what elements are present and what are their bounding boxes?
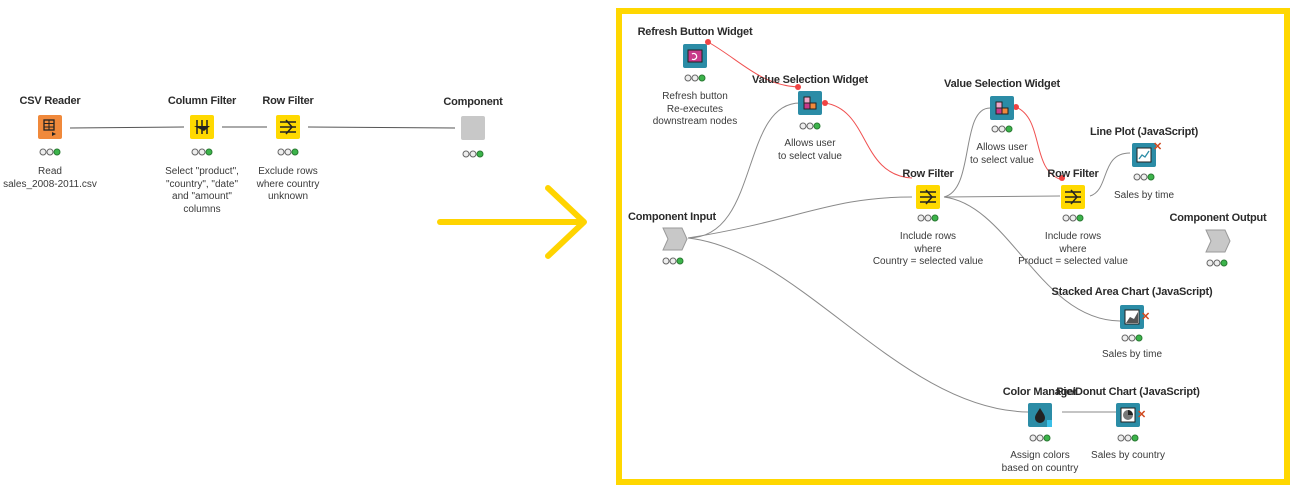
node-title: Refresh Button Widget [637, 26, 753, 38]
value-selection-widget-node[interactable] [798, 91, 822, 115]
node-title: Column Filter [167, 95, 237, 107]
wire [943, 107, 991, 198]
row-filter-icon [1065, 189, 1081, 205]
close-icon: ✕ [1137, 409, 1147, 421]
value-selection-widget-node[interactable] [990, 96, 1014, 120]
stacked-area-chart-node[interactable] [1120, 305, 1144, 329]
close-icon: ✕ [1141, 311, 1151, 323]
node-title: Row Filter [1047, 168, 1099, 180]
row-filter-icon [920, 189, 936, 205]
node-title: Component [443, 96, 503, 108]
node-description: Select "product", "country", "date" and … [165, 166, 239, 215]
node-description: Allows user to select value [970, 142, 1034, 166]
table-read-icon [43, 119, 56, 136]
wire [943, 196, 1121, 322]
flow-variable-wire [1015, 106, 1063, 181]
status-indicator [462, 150, 484, 158]
node-description: Sales by time [1113, 190, 1175, 201]
column-filter-node[interactable] [190, 115, 214, 139]
status-indicator [1206, 259, 1228, 267]
node-title: Line Plot (JavaScript) [1089, 126, 1199, 138]
node-title: Value Selection Widget [752, 74, 868, 86]
status-indicator [1133, 173, 1155, 181]
node-title: Row Filter [262, 95, 314, 107]
row-filter-node[interactable] [916, 185, 940, 209]
status-indicator [39, 148, 61, 156]
status-indicator [991, 125, 1013, 133]
component-output-icon[interactable] [1205, 228, 1231, 254]
wire [307, 126, 456, 129]
node-description: Exclude rows where country unknown [256, 166, 320, 202]
status-indicator [1062, 214, 1084, 222]
wire [69, 126, 185, 129]
close-icon: ✕ [1153, 141, 1163, 153]
node-title: Value Selection Widget [944, 78, 1060, 90]
status-indicator [191, 148, 213, 156]
wire [687, 196, 913, 239]
node-description: Assign colors based on country [1001, 450, 1079, 474]
node-title: Component Output [1169, 212, 1267, 224]
node-title: Pie/Donut Chart (JavaScript) [1056, 386, 1200, 398]
component-node[interactable] [461, 116, 485, 140]
status-indicator [1121, 334, 1143, 342]
status-indicator [917, 214, 939, 222]
component-panel [616, 8, 1290, 485]
wire [687, 102, 801, 239]
status-indicator [662, 257, 684, 265]
component-input-icon[interactable] [662, 226, 688, 252]
node-description: Sales by country [1091, 450, 1165, 461]
node-description: Allows user to select value [778, 138, 842, 162]
csv-reader-node[interactable] [38, 115, 62, 139]
node-title: Stacked Area Chart (JavaScript) [1051, 286, 1213, 298]
wire [943, 195, 1061, 198]
pie-donut-chart-node[interactable] [1116, 403, 1140, 427]
arrow-right-icon [437, 185, 587, 259]
flow-variable-wire [824, 102, 913, 179]
node-title: CSV Reader [19, 95, 81, 107]
node-title: Component Input [627, 211, 717, 223]
node-description: Refresh button Re-executes downstream no… [652, 91, 738, 127]
refresh-button-widget-node[interactable] [683, 44, 707, 68]
line-plot-node[interactable] [1132, 143, 1156, 167]
component-icon [461, 116, 485, 140]
node-title: Row Filter [902, 168, 954, 180]
node-description: Include rows where Product = selected va… [1018, 231, 1128, 267]
color-manager-icon [1035, 408, 1052, 427]
wire [687, 237, 1029, 413]
pie-chart-icon [1120, 407, 1136, 423]
row-filter-node[interactable] [276, 115, 300, 139]
column-filter-icon [194, 120, 210, 134]
area-chart-icon [1124, 309, 1140, 325]
color-manager-node[interactable] [1028, 403, 1052, 427]
flow-variable-wire [707, 41, 799, 88]
node-description: Read sales_2008-2011.csv [3, 166, 97, 190]
value-selection-icon [803, 96, 817, 110]
value-selection-icon [995, 101, 1009, 115]
status-indicator [1029, 434, 1051, 442]
status-indicator [1117, 434, 1139, 442]
status-indicator [277, 148, 299, 156]
node-title: Color Manager [1002, 386, 1078, 398]
row-filter-node[interactable] [1061, 185, 1085, 209]
node-description: Sales by time [1101, 349, 1163, 360]
status-indicator [684, 74, 706, 82]
row-filter-icon [280, 119, 296, 135]
node-description: Include rows where Country = selected va… [872, 231, 984, 267]
refresh-widget-icon [687, 49, 703, 63]
wire [1089, 152, 1131, 197]
line-plot-icon [1136, 147, 1152, 163]
status-indicator [799, 122, 821, 130]
